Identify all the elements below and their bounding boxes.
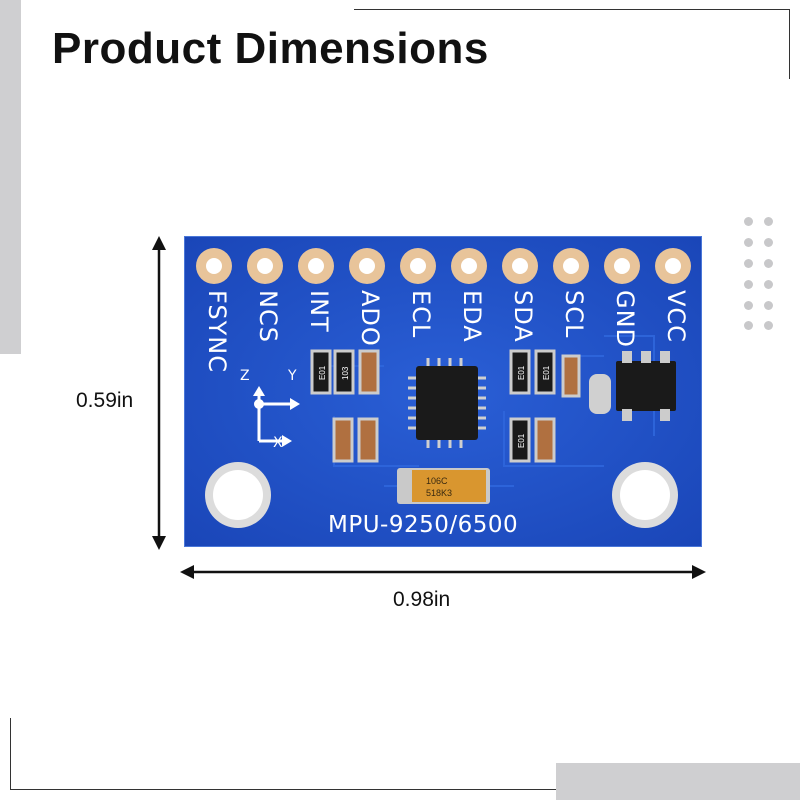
capacitor-icon	[357, 417, 379, 463]
pin-pad-icon	[298, 248, 334, 284]
pin-pad-icon	[196, 248, 232, 284]
pin-pad-icon	[553, 248, 589, 284]
resistor-icon: E01	[534, 349, 556, 395]
mounting-hole-right-icon	[612, 462, 678, 528]
pin-label-ecl: ECL	[407, 290, 435, 339]
pin-label-vcc: VCC	[662, 290, 690, 343]
svg-text:E01: E01	[318, 365, 327, 380]
imu-chip-icon	[408, 358, 486, 448]
pin-pad-icon	[400, 248, 436, 284]
width-label: 0.98in	[393, 588, 451, 611]
height-arrow-icon	[152, 236, 166, 550]
svg-text:106C: 106C	[426, 476, 448, 486]
pin-pad-icon	[349, 248, 385, 284]
axis-label-x: X	[273, 435, 283, 451]
mpu-module-board: E01 103 E01 E01 E01 106C 518K3	[183, 235, 703, 548]
pin-pad-icon	[247, 248, 283, 284]
pin-label-eda: EDA	[458, 290, 486, 343]
capacitor-icon	[332, 417, 354, 463]
voltage-regulator-icon	[616, 351, 676, 421]
mounting-hole-left-icon	[205, 462, 271, 528]
header-pads	[196, 248, 691, 284]
decorative-bottom-bar	[556, 763, 800, 800]
page-title: Product Dimensions	[52, 24, 489, 73]
axis-label-z: Z	[240, 368, 250, 384]
pin-pad-icon	[451, 248, 487, 284]
pin-label-scl: SCL	[560, 290, 588, 339]
capacitor-icon	[561, 354, 581, 398]
svg-text:E01: E01	[517, 433, 526, 448]
axis-indicator-icon	[253, 386, 300, 447]
pin-label-fsync: FSYNC	[203, 290, 231, 373]
decorative-frame-top	[354, 9, 790, 79]
tantalum-capacitor-icon: 106C 518K3	[397, 468, 490, 504]
svg-text:E01: E01	[517, 365, 526, 380]
pin-label-ado: ADO	[356, 290, 384, 347]
resistor-icon: E01	[310, 349, 332, 395]
height-label: 0.59in	[76, 389, 134, 412]
resistor-icon: 103	[333, 349, 355, 395]
pin-pad-icon	[502, 248, 538, 284]
pin-label-gnd: GND	[611, 290, 639, 349]
smd-components: E01 103 E01 E01 E01	[310, 349, 611, 463]
inductor-icon	[589, 374, 611, 414]
svg-text:E01: E01	[542, 365, 551, 380]
resistor-icon: E01	[509, 417, 531, 463]
pin-pad-icon	[604, 248, 640, 284]
decorative-frame-bottom	[10, 718, 570, 790]
axis-label-y: Y	[288, 368, 297, 384]
pin-label-ncs: NCS	[254, 290, 282, 343]
pin-pad-icon	[655, 248, 691, 284]
pin-label-int: INT	[305, 290, 333, 333]
decorative-side-bar	[0, 0, 21, 354]
capacitor-icon	[358, 349, 380, 395]
resistor-icon: E01	[509, 349, 531, 395]
pin-label-sda: SDA	[509, 290, 537, 343]
svg-text:103: 103	[341, 366, 350, 380]
board-artwork: E01 103 E01 E01 E01 106C 518K3	[183, 235, 703, 548]
width-arrow-icon	[180, 565, 706, 579]
capacitor-icon	[534, 417, 556, 463]
svg-text:518K3: 518K3	[426, 488, 452, 498]
decorative-dot-grid	[744, 217, 778, 333]
board-model-label: MPU-9250/6500	[328, 512, 519, 538]
